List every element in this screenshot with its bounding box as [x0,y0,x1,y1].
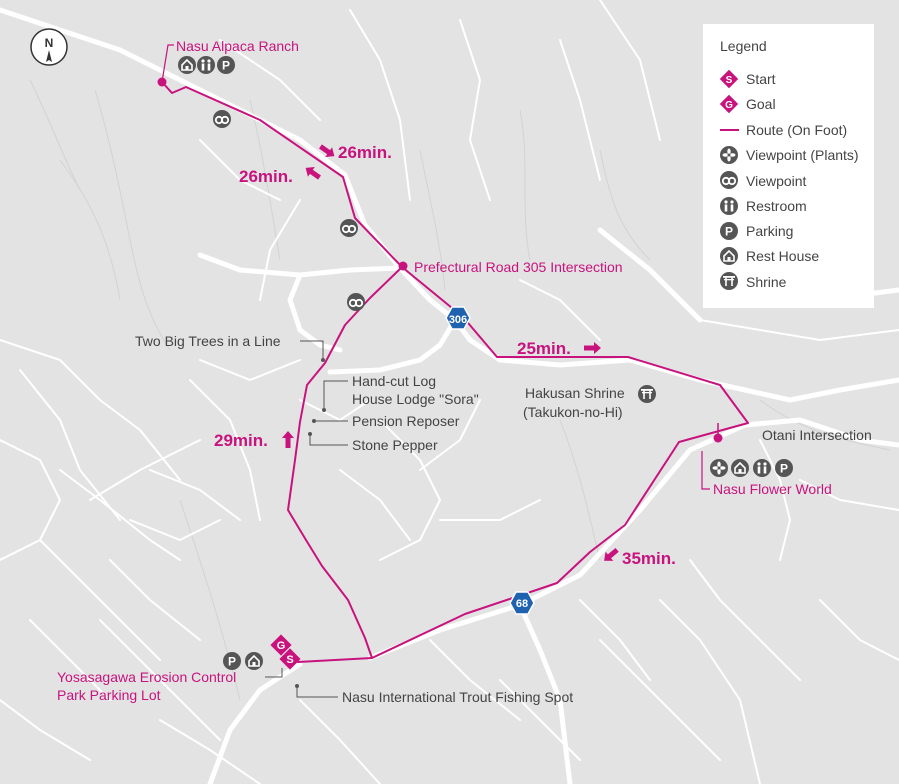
yosasagawa-label-line1: Yosasagawa Erosion Control [57,669,236,685]
flower-icon [720,146,738,164]
legend-label: Shrine [746,274,787,290]
svg-text:P: P [222,59,230,73]
compass-n-label: N [45,36,54,50]
legend-item-start: S Start [719,69,776,89]
parking-icon: P [217,56,235,74]
svg-text:P: P [780,462,788,476]
time-25min: 25min. [517,339,601,358]
legend-item-viewpoint: Viewpoint [719,170,807,190]
goal-icon [270,634,292,656]
svg-text:P: P [228,655,236,669]
road-306-label: 306 [449,314,467,326]
parking-icon: P [223,652,241,670]
time-label-2: 26min. [239,167,293,186]
legend-label: Rest House [746,248,819,264]
binoculars-icon [719,170,739,190]
legend: Legend S Start G Goal Route (On Foot) Vi… [703,24,874,308]
pref305-label: Prefectural Road 305 Intersection [414,259,623,275]
start-icon: S [726,75,733,86]
torii-icon [638,385,656,403]
start-marker-label: S [286,654,293,666]
time-label-5: 35min. [622,549,676,568]
time-29min: 29min. [214,431,294,450]
legend-label: Parking [746,223,793,239]
legend-item-parking: P Parking [720,222,793,240]
yosasagawa-label-line2: Park Parking Lot [57,687,161,703]
restroom-icon [753,459,771,477]
house-icon [177,55,197,75]
pension-label: Pension Reposer [352,413,460,429]
time-26min-down: 26min. [317,141,392,162]
flower-icon [710,459,728,477]
time-label-4: 29min. [214,431,268,450]
restroom-icon [720,197,738,215]
time-26min-up: 26min. [239,162,323,186]
flower-world-marker [713,433,723,443]
binoculars-icon [339,218,359,238]
legend-title: Legend [720,38,767,54]
hakusan-label-line2: (Takukon-no-Hi) [523,404,623,420]
time-label-1: 26min. [338,143,392,162]
legend-label: Goal [746,96,776,112]
compass-arrow-icon [46,50,52,62]
house-icon [244,651,264,671]
house-icon [719,246,739,266]
svg-text:P: P [725,225,733,239]
legend-label: Restroom [746,198,807,214]
legend-item-viewpoint-plants: Viewpoint (Plants) [720,146,859,164]
alpaca-ranch-label: Nasu Alpaca Ranch [176,38,299,54]
legend-label: Start [746,71,776,87]
road-shield-306: 306 [445,306,471,330]
restroom-icon [197,56,215,74]
legend-box [703,24,874,308]
legend-item-route: Route (On Foot) [720,122,847,138]
legend-label: Route (On Foot) [746,122,847,138]
legend-item-rest-house: Rest House [719,246,819,266]
parking-icon: P [720,222,738,240]
otani-label: Otani Intersection [762,427,872,443]
legend-item-shrine: Shrine [720,272,787,290]
goal-marker-label: G [277,640,286,652]
time-35min: 35min. [600,545,676,568]
binoculars-icon [212,109,232,129]
torii-icon [720,272,738,290]
trout-fishing-label: Nasu International Trout Fishing Spot [342,689,573,705]
legend-item-restroom: Restroom [720,197,807,215]
legend-label: Viewpoint (Plants) [746,147,859,163]
lodge-label-line2: House Lodge "Sora" [352,391,479,407]
legend-item-goal: G Goal [719,94,776,114]
legend-label: Viewpoint [746,173,807,189]
stone-pepper-label: Stone Pepper [352,437,438,453]
parking-icon: P [775,459,793,477]
lodge-label-line1: Hand-cut Log [352,373,436,389]
walking-route [161,81,749,663]
road-shield-68: 68 [509,591,535,615]
compass: N [30,28,68,66]
goal-icon: G [725,100,733,111]
road-68-label: 68 [516,598,528,610]
hakusan-label-line1: Hakusan Shrine [525,385,625,401]
start-icon [279,648,301,670]
binoculars-icon [346,292,366,312]
pref305-marker [398,261,408,271]
time-label-3: 25min. [517,339,571,358]
house-icon [730,458,750,478]
two-trees-label: Two Big Trees in a Line [135,333,281,349]
flower-world-label: Nasu Flower World [713,481,832,497]
